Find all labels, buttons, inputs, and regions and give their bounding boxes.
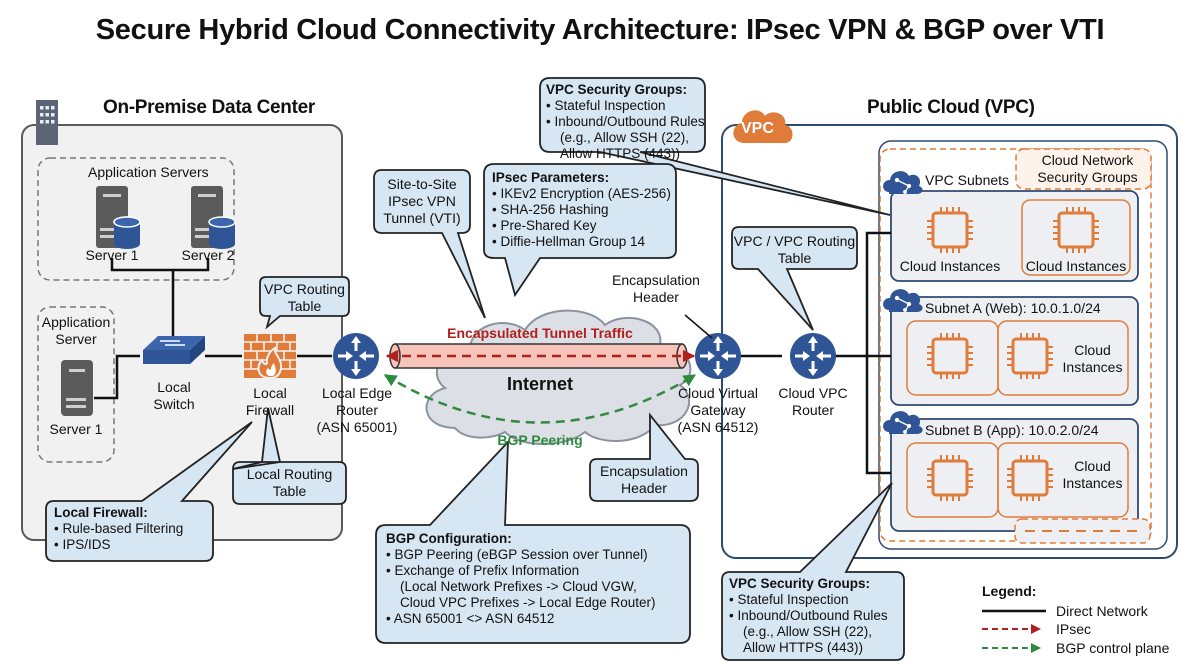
- vpc-badge-icon: [733, 110, 793, 143]
- subnet-cloud-icon: [882, 410, 924, 435]
- cloud-direct-links: [740, 231, 891, 475]
- bgp-callout-shape: [375, 439, 691, 644]
- instance-box: [997, 442, 1129, 518]
- internet-label: Internet: [506, 374, 573, 394]
- standalone-server-label: Server 1: [49, 421, 103, 437]
- encap-pointer-line: [684, 314, 713, 339]
- encap-callout-shape: [589, 412, 699, 502]
- nsg-label: Cloud Network Security Groups: [1037, 152, 1138, 185]
- building-icon: [36, 100, 58, 145]
- nsg-label-box: [1015, 148, 1152, 190]
- vpc-badge-label: VPC: [741, 120, 774, 137]
- server-2-label: Server 2: [181, 247, 235, 263]
- subnet-cloud-icon: [882, 170, 924, 195]
- vpn-tunnel-callout: Site-to-Site IPsec VPN Tunnel (VTI): [383, 176, 461, 226]
- encap-header-label: Encapsulation Header: [612, 272, 700, 305]
- legend-title: Legend:: [982, 583, 1037, 599]
- switch-icon: [143, 336, 205, 364]
- server-icon: [61, 360, 93, 416]
- legend-item-ipsec: IPsec: [1056, 621, 1092, 637]
- ipsec-params-callout: IPsec Parameters: IKEv2 Encryption (AES-…: [492, 170, 671, 250]
- vpc-router-label: Cloud VPC Router: [778, 385, 848, 418]
- database-server-icon: [96, 186, 141, 249]
- instance-box: [1021, 199, 1131, 276]
- app-servers-group: [37, 157, 235, 281]
- instance-label: Cloud Instances: [1025, 258, 1127, 274]
- switch-label: Local Switch: [153, 379, 195, 412]
- cloud-routing-callout: VPC / VPC Routing Table: [733, 233, 856, 266]
- edge-router-label: Local Edge Router (ASN 65001): [316, 385, 398, 435]
- server-1-label: Server 1: [85, 247, 139, 263]
- vpc-routing-callout: VPC Routing Table: [264, 281, 345, 314]
- app-servers-label: Application Servers: [88, 164, 209, 180]
- bgp-config-callout: BGP Configuration: BGP Peering (eBGP Ses…: [386, 531, 656, 627]
- tunnel-traffic-label: Encapsulated Tunnel Traffic: [447, 325, 633, 341]
- legend-item-direct: Direct Network: [1056, 603, 1148, 619]
- vpc-routing-callout-shape: [259, 276, 350, 330]
- vgw-label: Cloud Virtual Gateway (ASN 64512): [677, 385, 759, 435]
- instance-label: Cloud Instances: [899, 258, 1001, 274]
- local-edge-router-icon: [331, 331, 381, 381]
- diagram-title: Secure Hybrid Cloud Connectivity Archite…: [95, 14, 1105, 46]
- ipsec-tunnel: [385, 343, 696, 369]
- vpn-callout-shape: [373, 169, 486, 319]
- encap-header-callout: Encapsulation Header: [600, 463, 688, 496]
- direct-network-links: [94, 258, 332, 400]
- legend-item-bgp: BGP control plane: [1056, 640, 1170, 656]
- sg-bottom-callout: VPC Security Groups: Stateful Inspection…: [729, 576, 888, 656]
- vpc-subnets-label: VPC Subnets: [925, 172, 1010, 188]
- subnet-a-instances-label: Cloud Instances: [1062, 342, 1123, 375]
- firewall-icon: [244, 334, 296, 380]
- firewall-label: Local Firewall: [245, 385, 295, 418]
- app-server-group: [37, 306, 115, 463]
- firewall-callout: Local Firewall: Rule-based Filtering IPS…: [54, 505, 183, 553]
- local-routing-callout-shape: [232, 407, 347, 505]
- local-routing-callout: Local Routing Table: [246, 466, 333, 499]
- legend-swatches: [982, 609, 1046, 653]
- subnet-cloud-icon: [882, 288, 924, 313]
- on-prem-title: On-Premise Data Center: [103, 97, 315, 118]
- cloud-vgw-icon: [693, 331, 743, 381]
- subnet-b-label: Subnet B (App): 10.0.2.0/24: [925, 422, 1099, 438]
- cloud-network-container: [878, 140, 1168, 550]
- cloud-routing-callout-shape: [731, 226, 858, 331]
- subnet-b-instances-label: Cloud Instances: [1062, 458, 1123, 491]
- bgp-peering-label: BGP Peering: [497, 432, 583, 448]
- app-server-label: Application Server: [41, 314, 111, 347]
- instance-box: [997, 320, 1129, 396]
- cloud-vpc-router-icon: [788, 331, 838, 381]
- subnet-a-label: Subnet A (Web): 10.0.1.0/24: [925, 300, 1101, 316]
- bgp-peering-arc: [383, 373, 697, 424]
- database-server-icon: [191, 186, 236, 249]
- cloud-title: Public Cloud (VPC): [867, 97, 1035, 118]
- sg-top-callout: VPC Security Groups: Stateful Inspection…: [546, 82, 705, 162]
- nsg-dashed-box: [879, 148, 1152, 542]
